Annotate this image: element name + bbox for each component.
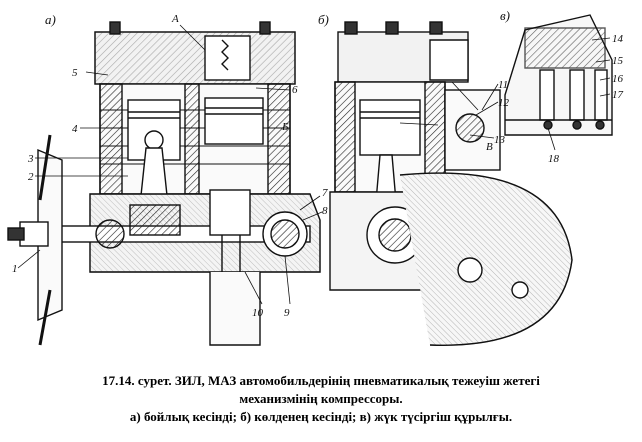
label-9: 9 <box>284 307 290 319</box>
label-10: 10 <box>252 307 264 319</box>
caption-line-2: механизмінің компрессоры. <box>239 391 403 406</box>
label-4: 4 <box>72 123 78 135</box>
leader-lines <box>17 24 611 305</box>
label-3: 3 <box>27 153 34 165</box>
label-B: Б <box>281 121 289 133</box>
label-7: 7 <box>322 187 328 199</box>
label-5: 5 <box>72 67 78 79</box>
label-6: 6 <box>292 84 298 96</box>
view-label-a: а) <box>45 12 56 27</box>
label-16: 16 <box>612 73 624 85</box>
label-18: 18 <box>548 153 560 165</box>
label-2: 2 <box>28 171 34 183</box>
view-c-unloader-device <box>504 14 613 136</box>
compressor-diagram: а) б) в) А Б В 1 2 3 4 5 6 7 8 9 10 11 1… <box>7 8 624 346</box>
label-15: 15 <box>612 55 624 67</box>
view-b-transverse-section <box>329 21 573 346</box>
label-A: А <box>171 13 179 25</box>
label-17: 17 <box>612 89 624 101</box>
label-8: 8 <box>322 205 328 217</box>
label-12: 12 <box>498 97 510 109</box>
caption-line-3: а) бойлық кесінді; б) көлденең кесінді; … <box>129 409 513 424</box>
label-1: 1 <box>12 263 18 275</box>
label-11: 11 <box>498 79 508 91</box>
view-label-c: в) <box>500 8 510 23</box>
label-13: 13 <box>494 134 506 146</box>
figure-caption: 17.14. сурет. ЗИЛ, МАЗ автомобильдерінің… <box>0 372 642 426</box>
view-a-longitudinal-section <box>7 21 321 346</box>
label-V: В <box>486 141 493 153</box>
view-label-b: б) <box>318 12 329 27</box>
label-14: 14 <box>612 33 624 45</box>
caption-line-1: 17.14. сурет. ЗИЛ, МАЗ автомобильдерінің… <box>102 373 540 388</box>
